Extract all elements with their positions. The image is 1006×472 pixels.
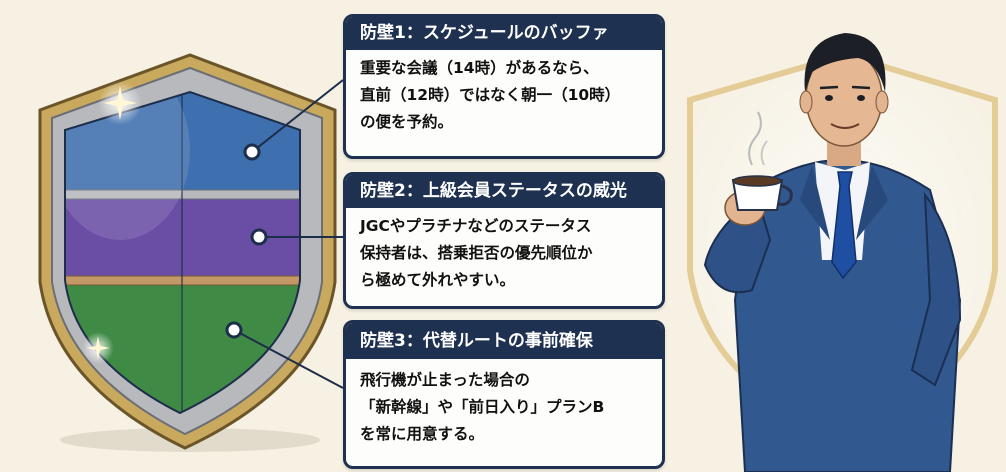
- barrier-card-3: 防壁3：代替ルートの事前確保 飛行機が止まった場合の 「新幹線」や「前日入り」プ…: [343, 320, 665, 469]
- barrier-line: 飛行機が止まった場合の: [360, 371, 530, 389]
- barrier-title: 防壁1：スケジュールのバッファ: [346, 17, 662, 50]
- barrier-description: 飛行機が止まった場合の 「新幹線」や「前日入り」プランB を常に用意する。: [346, 359, 662, 454]
- connector-dot-2: [250, 228, 268, 246]
- connector-dot-3: [225, 321, 243, 339]
- barrier-title: 防壁3：代替ルートの事前確保: [346, 323, 662, 359]
- barrier-line: 保持者は、搭乗拒否の優先順位か: [360, 244, 593, 262]
- barrier-card-1: 防壁1：スケジュールのバッファ 重要な会議（14時）があるなら、 直前（12時）…: [343, 14, 665, 159]
- sparkle-icon: [86, 336, 110, 360]
- sparkle-icon: [103, 86, 137, 120]
- connector-line-3: [233, 329, 344, 389]
- barrier-card-2: 防壁2：上級会員ステータスの威光 JGCやプラチナなどのステータス 保持者は、搭…: [343, 172, 665, 309]
- barrier-line: JGCやプラチナなどのステータス: [360, 217, 592, 235]
- barrier-line: ら極めて外れやすい。: [360, 271, 516, 289]
- barrier-description: 重要な会議（14時）があるなら、 直前（12時）ではなく朝一（10時） の便を予…: [346, 50, 662, 142]
- connector-line-1: [251, 79, 344, 153]
- barrier-line: 重要な会議（14時）があるなら、: [360, 59, 599, 77]
- barrier-line: を常に用意する。: [360, 425, 485, 443]
- barrier-description: JGCやプラチナなどのステータス 保持者は、搭乗拒否の優先順位か ら極めて外れや…: [346, 208, 662, 300]
- businessman-illustration: [687, 33, 998, 472]
- barrier-line: の便を予約。: [360, 113, 454, 131]
- steam-icon: [748, 111, 762, 166]
- barrier-line: 直前（12時）ではなく朝一（10時）: [360, 86, 621, 104]
- barrier-line: 「新幹線」や「前日入り」プランB: [360, 398, 605, 416]
- barrier-title: 防壁2：上級会員ステータスの威光: [346, 175, 662, 208]
- connector-dot-1: [243, 143, 261, 161]
